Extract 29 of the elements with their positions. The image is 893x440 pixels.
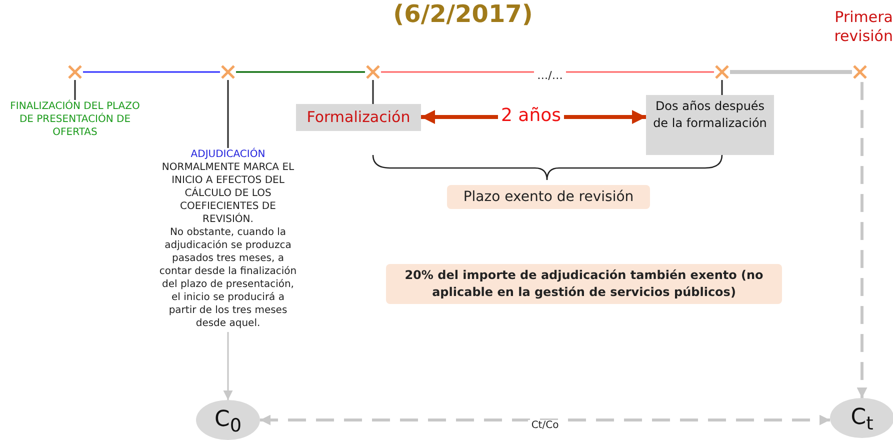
note-box: 20% del importe de adjudicación también exento (no aplicable en la gestión de servicios públicos) xyxy=(386,264,782,304)
timeline-segment xyxy=(236,71,365,73)
cross-marker-icon xyxy=(220,64,236,80)
arrow xyxy=(260,414,830,426)
cross-marker-icon xyxy=(67,64,83,80)
coefficient-ellipse: C$_{0}$ xyxy=(196,400,260,440)
cross-marker-icon xyxy=(852,64,868,80)
leader-line xyxy=(372,80,374,104)
leader-line xyxy=(721,80,723,95)
timeline-segment xyxy=(83,71,220,73)
cross-marker-icon xyxy=(714,64,730,80)
arrow xyxy=(223,332,233,400)
timeline-segment xyxy=(381,71,714,73)
period-box: Plazo exento de revisión xyxy=(447,185,650,209)
leader-line xyxy=(227,80,229,148)
arrow xyxy=(856,82,868,398)
leader-line xyxy=(74,80,76,100)
note-text: No obstante, cuando la adjudicación se produzca pasados tres meses, a contar desde la finalización del plazo de presentación, el inicio se producirá a partir de los tres meses desde aquel. xyxy=(158,226,298,330)
date-box: Formalización xyxy=(296,104,421,131)
coefficient-ellipse: C$_{t}$ xyxy=(830,398,893,438)
title: (6/2/2017) xyxy=(392,0,534,28)
edge-label: …/… xyxy=(534,69,566,82)
note-text: NORMALMENTE MARCA EL INICIO A EFECTOS DEL CÁLCULO DE LOS COEFIECIENTES DE REVISIÓN. xyxy=(160,161,296,226)
cross-marker-icon xyxy=(365,64,381,80)
milestone-label: Primera revisión xyxy=(833,8,893,46)
milestone-label: FINALIZACIÓN DEL PLAZO DE PRESENTACIÓN DE OFERTAS xyxy=(5,100,145,139)
date-box: Dos años después de la formalización xyxy=(646,95,774,155)
timeline-segment xyxy=(730,70,852,74)
milestone-heading: ADJUDICACIÓN xyxy=(190,148,266,161)
